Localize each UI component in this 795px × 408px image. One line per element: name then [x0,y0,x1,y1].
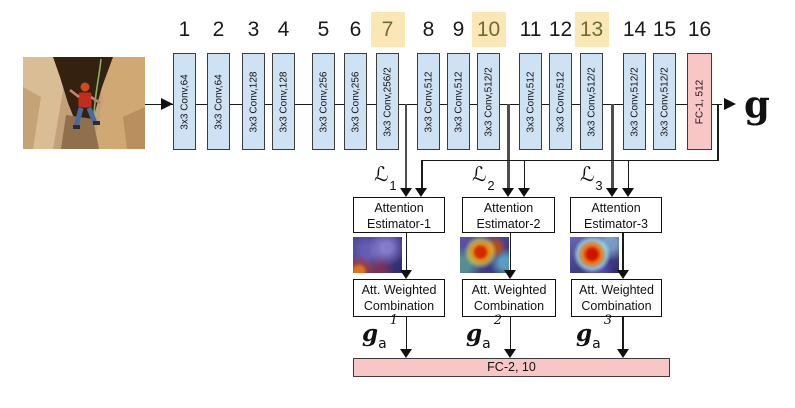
global-feature-label: g [744,82,770,126]
conv-block-10: 3x3 Conv,512/2 [477,53,500,150]
layer-number-3: 3 [247,18,260,41]
conv-block-9: 3x3 Conv,512 [447,53,470,150]
conv-block-13: 3x3 Conv,512/2 [580,53,603,150]
estimator-out-line-1 [405,233,408,271]
loss-label-2: ℒ2 [472,162,495,193]
conv-block-15: 3x3 Conv,512/2 [653,53,676,150]
layer-number-5: 5 [317,18,330,41]
feedback-drop-2 [523,160,526,189]
layer-number-7-highlighted: 7 [370,12,405,47]
feedback-arrowhead-3 [622,188,634,197]
layer-number-12: 12 [548,18,573,41]
combiner-out-arrowhead-2 [504,349,516,358]
conv-block-8: 3x3 Conv,512 [417,53,440,150]
local-arrowhead-2 [502,188,514,197]
local-drop-1 [404,104,408,189]
layer-number-8: 8 [422,18,435,41]
layer-number-4: 4 [277,18,290,41]
combiner-out-line-2 [509,317,512,350]
feedback-drop-1 [421,160,423,189]
layer-number-15: 15 [652,18,677,41]
combiner-out-line-3 [622,317,624,350]
layer-number-14: 14 [622,18,647,41]
combiner-out-line-1 [405,317,408,350]
layer-number-10-highlighted: 10 [471,12,506,47]
attended-feature-label-3: ga3 [576,312,612,353]
attention-map-2 [460,237,509,273]
layer-number-16: 16 [687,18,712,41]
layer-number-6: 6 [349,18,362,41]
feedback-arrowhead-2 [518,188,530,197]
conv-block-5: 3x3 Conv,256 [312,53,335,150]
attended-feature-label-2: ga2 [466,312,502,353]
estimator-out-arrowhead-3 [616,270,629,279]
conv-block-1: 3x3 Conv,64 [173,53,196,150]
layer-number-9: 9 [452,18,465,41]
estimator-out-arrowhead-1 [400,270,412,279]
local-arrowhead-3 [606,188,618,197]
feedback-horizontal [421,159,719,161]
local-drop-2 [507,104,510,189]
input-image [23,57,145,149]
layer-number-11: 11 [519,18,542,41]
loss-label-1: ℒ1 [374,162,397,193]
conv-block-12: 3x3 Conv,512 [549,53,572,150]
conv-block-3: 3x3 Conv,128 [242,53,265,150]
estimator-out-arrowhead-2 [504,270,516,279]
layer-number-13-highlighted: 13 [574,12,609,47]
output-arrowhead [724,98,736,110]
combiner-out-arrowhead-1 [400,349,412,358]
feedback-arrowhead-1 [415,188,428,197]
combiner-out-arrowhead-3 [616,349,629,358]
estimator-out-line-3 [622,233,624,271]
fc2-block: FC-2, 10 [353,358,670,377]
loss-label-3: ℒ3 [580,162,603,193]
local-arrowhead-1 [399,188,412,197]
conv-block-4: 3x3 Conv,128 [272,53,295,150]
attention-map-3 [570,237,619,273]
conv-block-6: 3x3 Conv,256 [344,53,367,150]
input-arrowhead [161,98,173,110]
conv-block-11: 3x3 Conv,512 [519,53,542,150]
estimator-out-line-2 [509,233,512,271]
layer-number-1: 1 [178,18,191,41]
feedback-drop-3 [627,160,630,189]
attention-map-1 [353,237,402,273]
local-drop-3 [611,104,614,189]
layer-number-2: 2 [212,18,225,41]
conv-block-2: 3x3 Conv,64 [207,53,230,150]
attended-feature-label-1: ga1 [362,312,398,353]
conv-block-14: 3x3 Conv,512/2 [623,53,646,150]
fc1-block: FC-1, 512 [687,53,712,150]
conv-block-7: 3x3 Conv,256/2 [376,53,399,150]
feedback-vertical [717,104,719,161]
